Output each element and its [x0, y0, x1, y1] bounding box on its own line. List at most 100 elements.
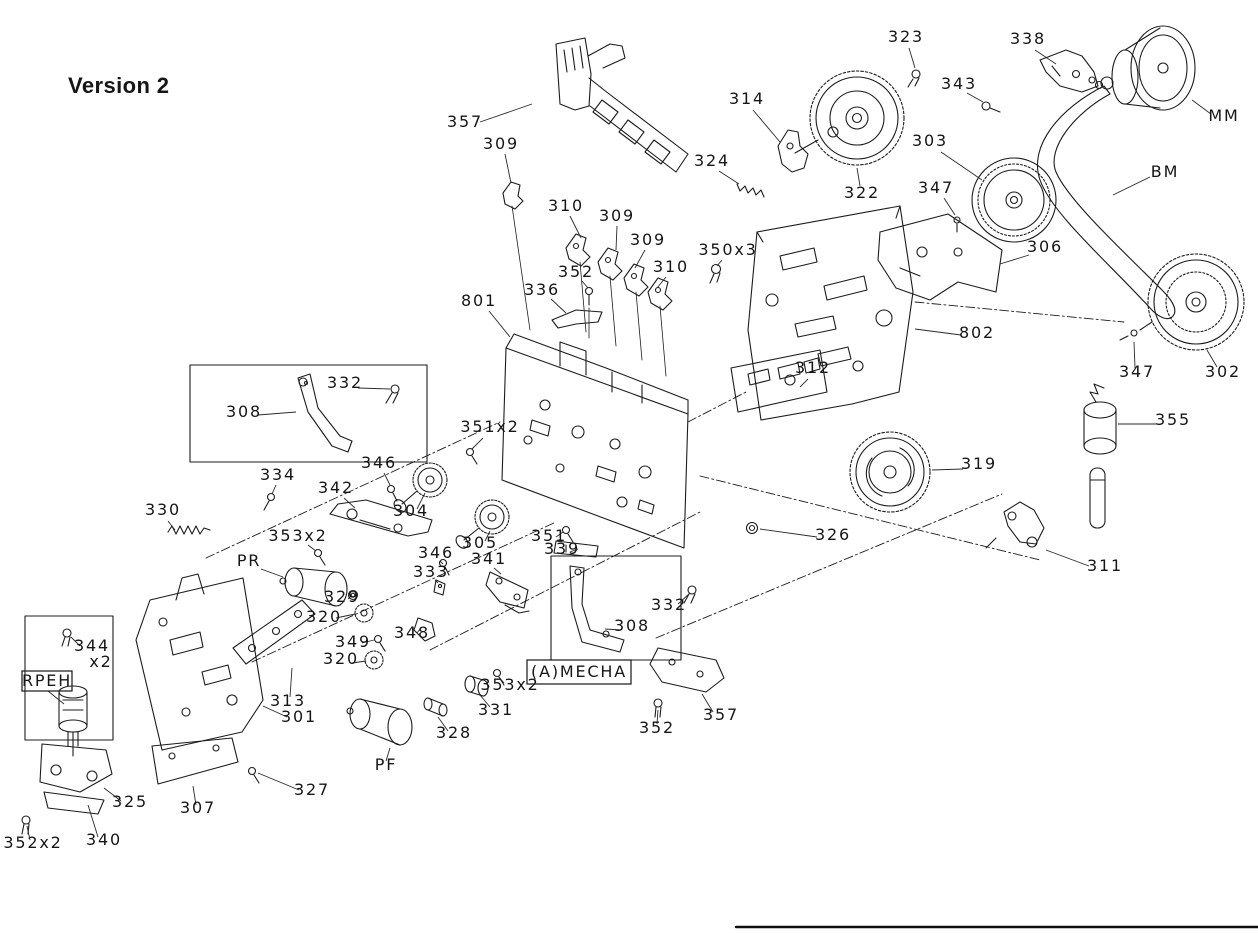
leader-line-308 — [604, 628, 622, 631]
part-label-338: 338 — [1010, 29, 1046, 48]
part-label-349: 349 — [335, 632, 371, 651]
label-box-(A)MECHA — [526, 659, 632, 685]
part-label-353x2: 353x2 — [268, 526, 327, 545]
leader-line-357 — [479, 103, 533, 123]
leader-line-RPEH — [47, 690, 65, 705]
leader-line-326 — [759, 528, 818, 538]
part-flywheel-322 — [794, 70, 905, 166]
part-washer-329 — [347, 589, 359, 601]
part-head-309-loose — [502, 181, 531, 331]
leader-line-347 — [943, 197, 956, 216]
leader-line-328 — [437, 716, 449, 732]
part-label-324: 324 — [694, 151, 730, 170]
part-screw-351a — [561, 525, 574, 543]
leader-line-351 — [555, 531, 564, 538]
leader-line-323 — [908, 47, 916, 69]
part-screw-327 — [247, 766, 260, 784]
leader-lines — [26, 47, 1218, 841]
part-pulley-303 — [971, 157, 1057, 243]
leader-line-301 — [262, 705, 288, 718]
part-bracket-325 — [39, 743, 113, 793]
part-label-311: 311 — [1087, 556, 1123, 575]
part-screw-349 — [373, 634, 386, 652]
part-label-343: 343 — [941, 74, 977, 93]
leader-line-BM — [1112, 176, 1151, 196]
part-motor-pr — [279, 567, 348, 607]
leader-line-320 — [335, 613, 356, 619]
part-gear-320b — [364, 650, 384, 670]
part-label-352x2: 352x2 — [3, 833, 62, 852]
part-gear-319 — [849, 431, 931, 513]
part-label-330: 330 — [145, 500, 181, 519]
part-label-323: 323 — [888, 27, 924, 46]
part-label-PR: PR — [237, 551, 261, 570]
leader-line-357 — [701, 693, 714, 713]
part-screw-334 — [263, 492, 276, 511]
part-screw-352x2 — [21, 815, 31, 835]
leader-line-313 — [289, 667, 293, 698]
part-head-rpeh — [58, 685, 88, 757]
leader-line-320 — [351, 660, 367, 664]
leader-line-310 — [569, 215, 582, 239]
part-label-302: 302 — [1205, 362, 1241, 381]
part-label-309: 309 — [630, 230, 666, 249]
part-screw-347b — [1119, 329, 1138, 341]
part-label-339: 339 — [544, 539, 580, 558]
part-label-320: 320 — [306, 607, 342, 626]
leader-line-346 — [439, 560, 444, 565]
leader-line-350x3 — [716, 259, 723, 267]
leader-line-304 — [416, 492, 426, 510]
part-screw-352a — [584, 286, 594, 339]
part-label-325: 325 — [112, 792, 148, 811]
part-label-347: 347 — [918, 178, 954, 197]
part-screw-353a — [313, 548, 326, 566]
part-base-340 — [43, 791, 105, 815]
leader-line-333 — [434, 579, 439, 584]
part-label-313: 313 — [270, 691, 306, 710]
part-label-347: 347 — [1119, 362, 1155, 381]
part-screw-347a — [953, 216, 961, 233]
part-screw-323 — [907, 69, 921, 88]
part-label-x2: x2 — [89, 652, 112, 671]
leader-line-309 — [634, 249, 646, 269]
part-labels: Version 23573093103093093103523368013233… — [3, 27, 1241, 852]
part-label-MM: MM — [1208, 106, 1239, 125]
diagram-artwork — [21, 25, 1258, 929]
leader-line-311 — [1045, 549, 1090, 567]
part-label-319: 319 — [961, 454, 997, 473]
part-spring-324 — [736, 183, 765, 198]
part-gear-320a — [354, 603, 374, 623]
part-lever-308a — [297, 373, 353, 453]
part-screw-350 — [709, 263, 722, 284]
part-label-301: 301 — [281, 707, 317, 726]
leader-line-314 — [752, 109, 781, 143]
part-capstan-305 — [455, 499, 510, 549]
leader-line-332 — [677, 593, 690, 605]
leader-line-343 — [966, 92, 984, 103]
part-screw-343 — [981, 101, 1001, 113]
part-spring-330 — [167, 525, 211, 535]
leader-line-802 — [914, 328, 962, 336]
part-label-336: 336 — [524, 280, 560, 299]
part-bracket-339 — [553, 540, 599, 558]
leader-line-312 — [799, 378, 809, 388]
leader-line-330 — [167, 520, 176, 531]
part-solenoid-355 — [1083, 383, 1117, 455]
part-screw-352b — [653, 698, 663, 718]
part-roller-331 — [464, 675, 489, 697]
leader-line-325 — [103, 787, 122, 802]
leader-line-MM — [1191, 99, 1212, 115]
leader-line-340 — [87, 804, 99, 838]
part-label-353x2: 353x2 — [480, 675, 539, 694]
part-label-802: 802 — [959, 323, 995, 342]
leader-line-302 — [1206, 349, 1218, 368]
part-label-308: 308 — [226, 402, 262, 421]
leader-line-801 — [488, 310, 511, 338]
part-belt-bm — [1036, 85, 1176, 320]
leader-line-342 — [343, 497, 356, 509]
part-label-305: 305 — [462, 533, 498, 552]
part-plunger-356 — [1089, 467, 1106, 529]
part-label-Version 2: Version 2 — [68, 73, 169, 98]
part-label-351x2: 351x2 — [460, 417, 519, 436]
